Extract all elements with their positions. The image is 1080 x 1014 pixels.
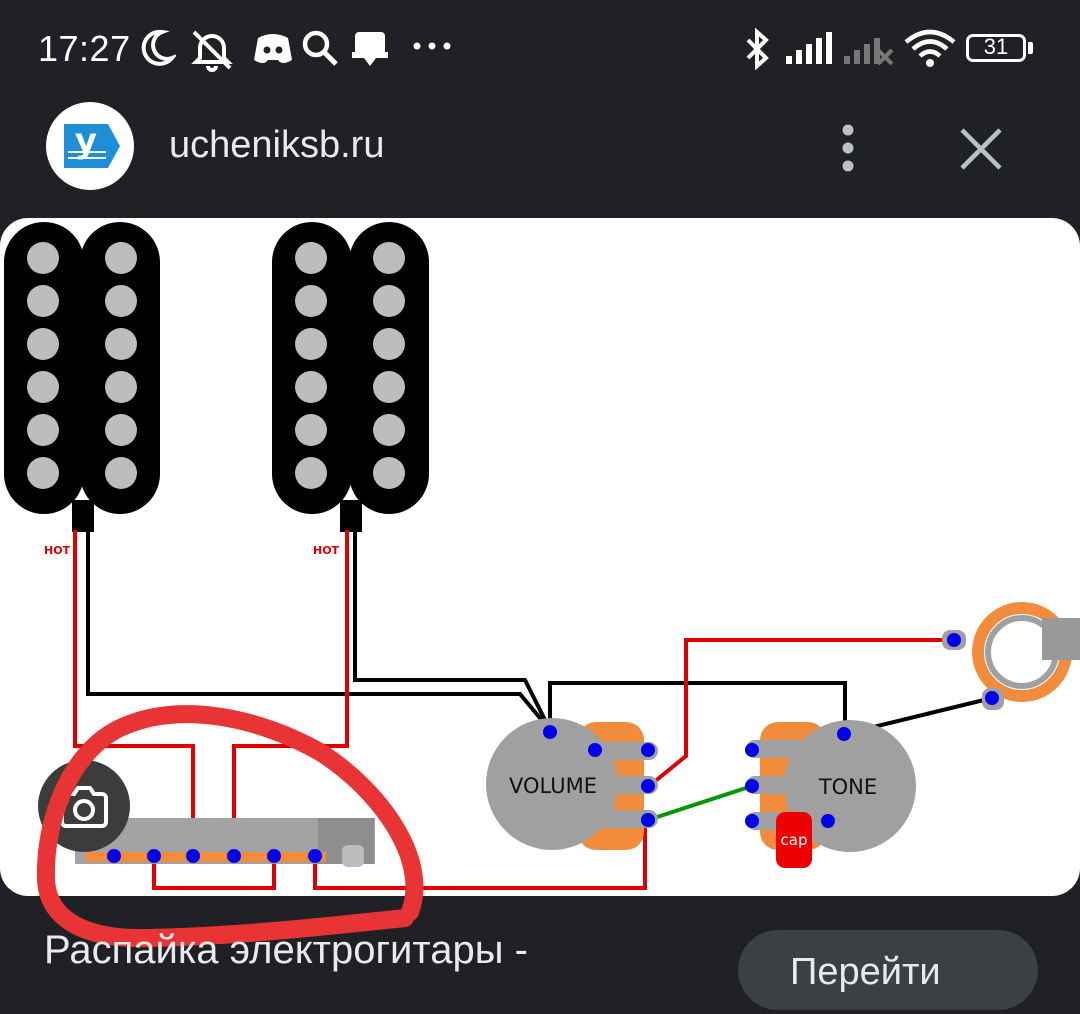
camera-search-icon: [60, 786, 108, 828]
more-options-icon[interactable]: [828, 120, 868, 176]
cap-label: cap: [781, 831, 808, 849]
lens-search-button[interactable]: [38, 760, 130, 852]
search-icon: [302, 30, 338, 66]
bluetooth-icon: [746, 28, 769, 70]
tone-wire: [647, 784, 753, 822]
output-jack: [942, 602, 1080, 710]
bridge-pickup: [272, 222, 429, 532]
tone-label: TONE: [818, 775, 877, 799]
tone-pot: TONE: [746, 720, 916, 852]
volume-pot: VOLUME: [486, 718, 658, 850]
ground-wires: [86, 530, 993, 752]
close-icon[interactable]: [956, 124, 1006, 174]
status-time: 17:27: [38, 28, 131, 69]
signal-2-icon: [844, 38, 894, 66]
capacitor: cap: [776, 812, 812, 868]
discord-icon: [254, 34, 292, 63]
lens-result-header: [0, 90, 1080, 215]
battery-tip: [1028, 42, 1033, 54]
site-name[interactable]: ucheniksb.ru: [169, 124, 385, 166]
battery-icon: 31: [966, 34, 1026, 62]
signal-icon: [786, 32, 832, 64]
battery-level: 31: [983, 34, 1009, 59]
notifications-off-icon: [191, 30, 233, 72]
neck-pickup: [4, 222, 160, 532]
site-logo-icon: у: [64, 121, 120, 168]
volume-label: VOLUME: [509, 774, 597, 798]
download-icon: [352, 32, 388, 66]
hot-label-bridge: HOT: [313, 544, 340, 557]
wiring-diagram: HOT HOT: [4, 222, 1080, 890]
result-image[interactable]: HOT HOT: [0, 218, 1080, 896]
site-logo[interactable]: у: [46, 102, 134, 190]
more-dots-icon: [413, 42, 451, 50]
moon-icon: [141, 29, 176, 66]
result-caption[interactable]: Распайка электрогитары -: [44, 928, 528, 972]
wifi-icon: [904, 29, 956, 67]
status-bar: 17:27: [0, 0, 1080, 90]
site-logo-letter: у: [75, 121, 97, 161]
hot-label-neck: HOT: [44, 544, 71, 557]
visit-button[interactable]: Перейти: [738, 930, 1038, 1010]
